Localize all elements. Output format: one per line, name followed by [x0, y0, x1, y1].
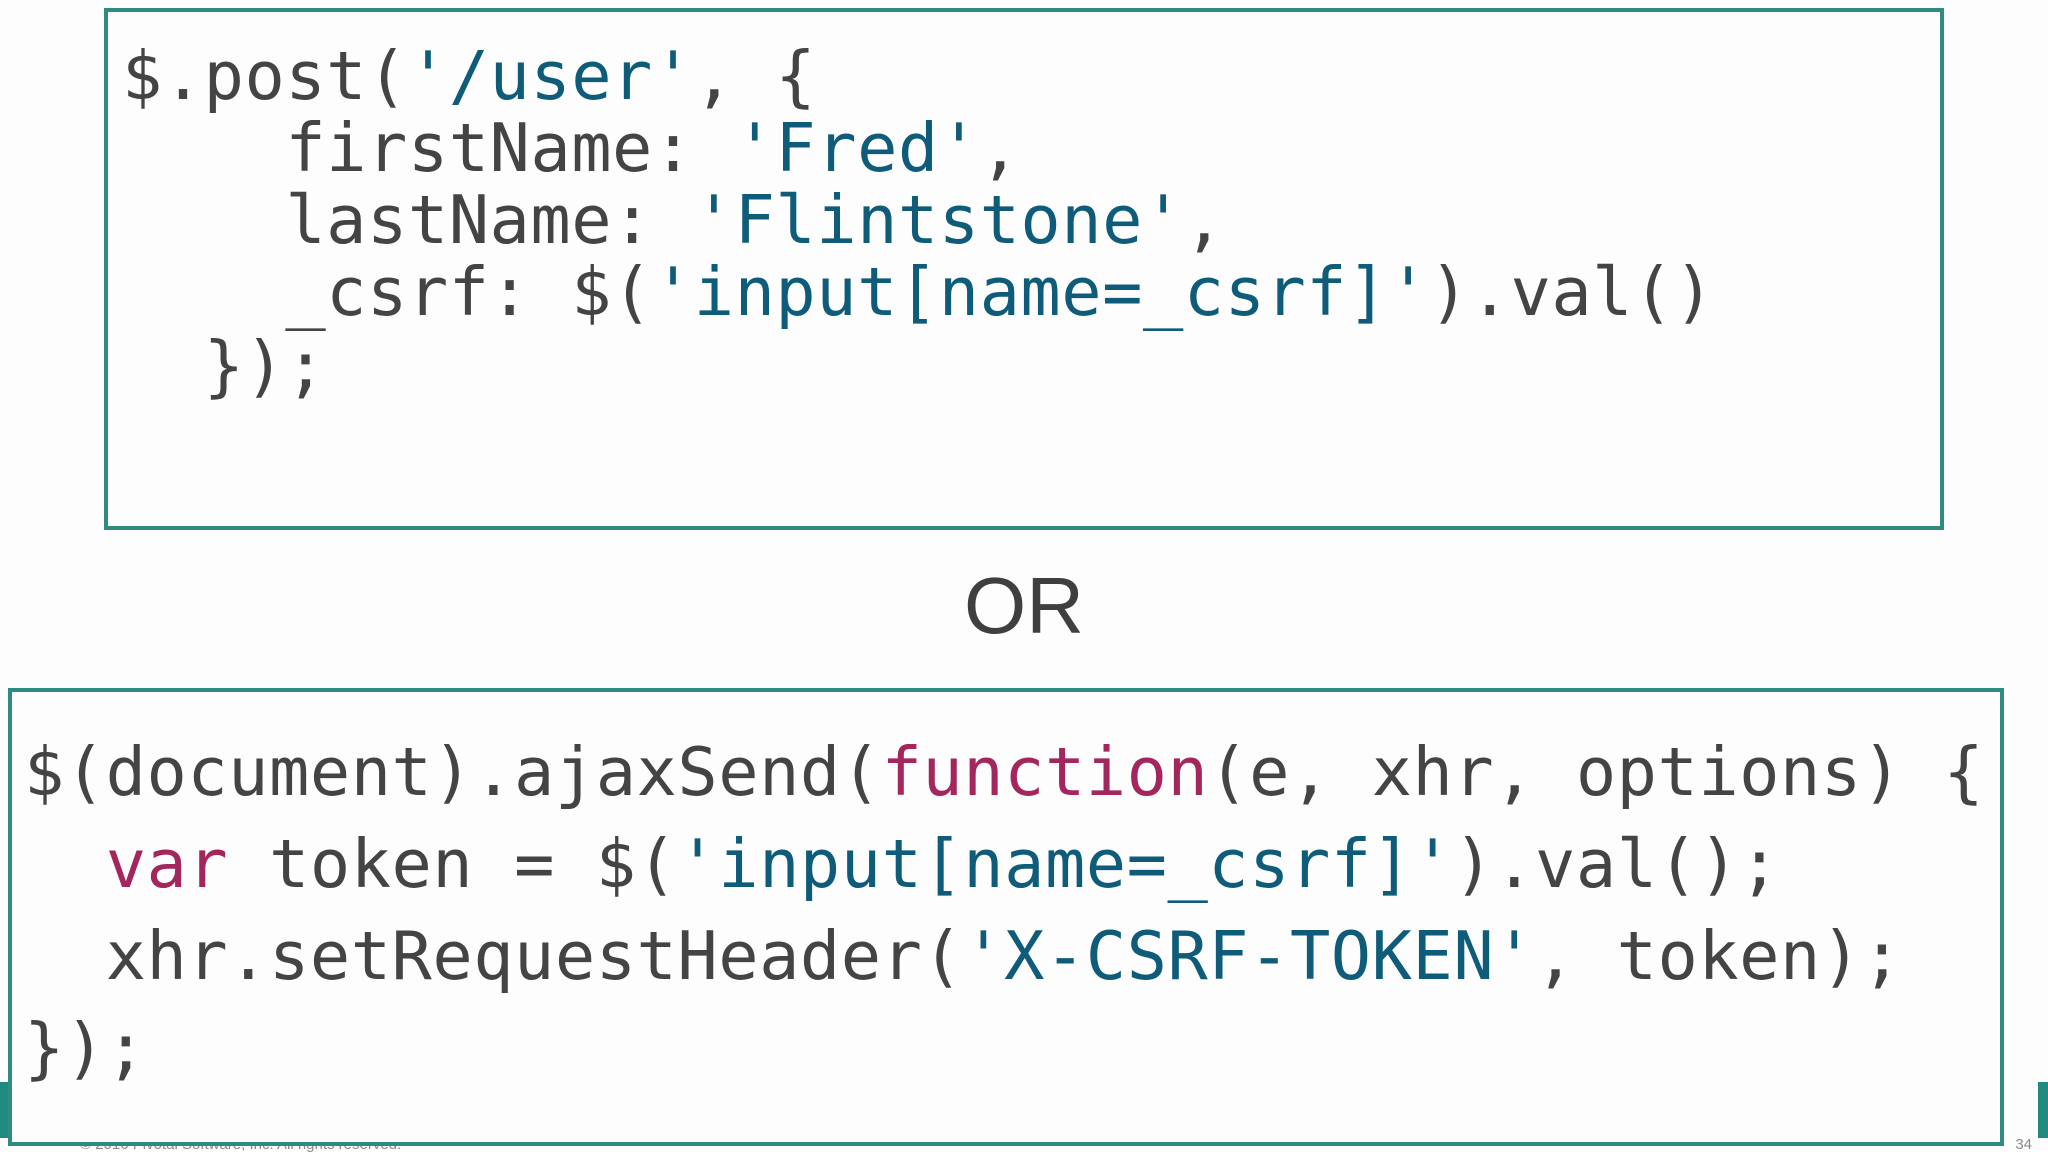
code-line: lastName: 'Flintstone',	[122, 180, 1225, 260]
code-line: var token = $('input[name=_csrf]').val()…	[24, 824, 1780, 904]
page-number: 34	[2015, 1136, 2032, 1152]
code-text: lastName:	[122, 181, 694, 259]
code-string: 'input[name=_csrf]'	[677, 825, 1454, 903]
code-text	[24, 825, 106, 903]
code-line: });	[122, 326, 326, 406]
code-text: firstName:	[122, 109, 735, 187]
code-text: token = $(	[228, 825, 678, 903]
code-line: firstName: 'Fred',	[122, 108, 1020, 188]
code-text: ).val();	[1453, 825, 1781, 903]
or-separator: OR	[964, 561, 1084, 650]
code-string: 'input[name=_csrf]'	[652, 253, 1429, 331]
code-string: 'Flintstone'	[693, 181, 1184, 259]
top-code-block: $.post('/user', { firstName: 'Fred', las…	[104, 8, 1944, 530]
code-text: , {	[693, 37, 817, 115]
code-text: $.post(	[122, 37, 408, 115]
code-keyword: var	[105, 825, 229, 903]
footer-accent-bar-right	[2038, 1082, 2048, 1138]
code-text: (e, xhr, options) {	[1208, 733, 1985, 811]
code-string: 'Fred'	[734, 109, 980, 187]
code-text: , token);	[1535, 917, 1903, 995]
code-string: 'X-CSRF-TOKEN'	[963, 917, 1535, 995]
code-keyword: function	[881, 733, 1209, 811]
bottom-code-block: $(document).ajaxSend(function(e, xhr, op…	[8, 688, 2004, 1146]
code-line: xhr.setRequestHeader('X-CSRF-TOKEN', tok…	[24, 916, 1903, 996]
code-text: _csrf: $(	[122, 253, 653, 331]
code-text: ,	[1183, 181, 1225, 259]
code-string: '/user'	[407, 37, 694, 115]
code-text: ).val()	[1428, 253, 1715, 331]
code-line: $(document).ajaxSend(function(e, xhr, op…	[24, 732, 1984, 812]
code-text: });	[24, 1009, 147, 1087]
code-text: });	[122, 327, 327, 405]
code-text: ,	[979, 109, 1021, 187]
code-text: $(document).ajaxSend(	[24, 733, 882, 811]
code-line: _csrf: $('input[name=_csrf]').val()	[122, 252, 1715, 332]
code-text: xhr.setRequestHeader(	[24, 917, 964, 995]
code-line: $.post('/user', {	[122, 36, 816, 116]
code-line: });	[24, 1008, 147, 1088]
